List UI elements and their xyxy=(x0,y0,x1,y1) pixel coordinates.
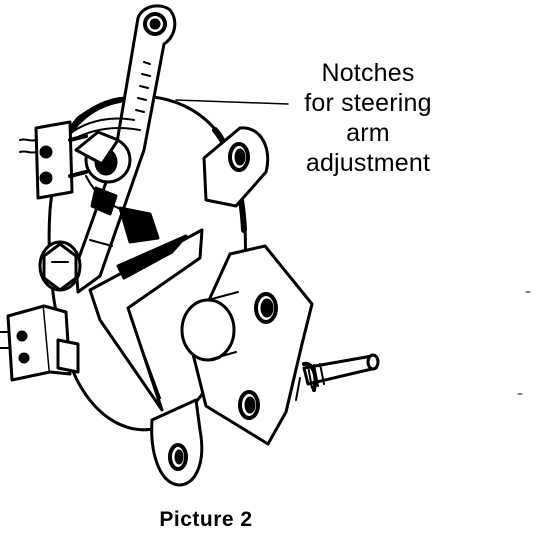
upper-mounting-tab xyxy=(202,126,270,208)
callout-line-2: for steering xyxy=(304,89,432,117)
square-flange xyxy=(180,244,314,446)
shaft-plunger xyxy=(295,353,380,401)
lower-terminal-block xyxy=(0,304,80,382)
callout-leader-line xyxy=(175,99,289,105)
lower-mounting-tab xyxy=(150,398,204,487)
callout-line-3: arm xyxy=(346,119,390,147)
wire-leads xyxy=(71,117,141,213)
callout-line-1: Notches xyxy=(321,59,415,87)
callout-line-4: adjustment xyxy=(305,149,431,177)
arm-plate xyxy=(88,228,204,412)
hub-assembly xyxy=(38,130,160,292)
scan-speck xyxy=(517,291,531,395)
callout-label: Notches for steering arm adjustment xyxy=(282,58,454,178)
figure-caption: Picture 2 xyxy=(159,508,253,531)
